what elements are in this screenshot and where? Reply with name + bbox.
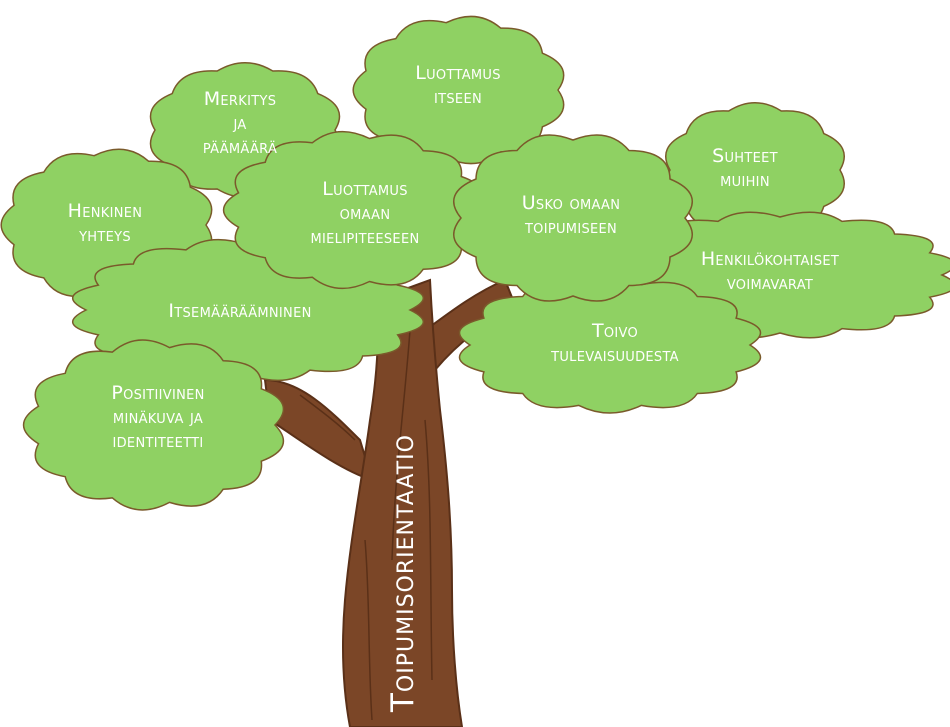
cloud-luottamus-omaan-mielipiteeseen — [222, 130, 485, 290]
leaf-clouds — [0, 15, 950, 511]
label-usko-omaan-toipumiseen: Usko omaan toipumiseen — [521, 192, 621, 238]
cloud-positiivinen-minakuva — [22, 339, 285, 511]
trunk-grain — [299, 329, 433, 721]
cloud-usko-omaan-toipumiseen — [452, 134, 694, 302]
label-suhteet-muihin: Suhteet muihin — [712, 145, 778, 191]
trunk — [341, 278, 464, 727]
left-branch — [263, 378, 374, 482]
label-toivo-tulevaisuudesta: Toivo tulevaisuudesta — [551, 320, 679, 366]
label-henkilokohtaiset-voimavarat: Henkilökohtaiset voimavarat — [700, 248, 840, 294]
cloud-toivo-tulevaisuudesta — [458, 276, 762, 414]
label-positiivinen-minakuva: Positiivinen minäkuva ja identiteetti — [111, 382, 205, 452]
label-itsemaaraaminen: Itsemääräämninen — [168, 300, 312, 322]
trunk-label: Toipumisorientaatio — [385, 434, 421, 712]
label-merkitys-ja-paamaara: Merkitys ja päämäärä — [202, 88, 278, 158]
label-henkinen-yhteys: Henkinen yhteys — [67, 200, 143, 246]
label-luottamus-omaan-mielipiteeseen: Luottamus omaan mielipiteeseen — [310, 178, 420, 248]
label-luottamus-itseen: Luottamus itseen — [415, 62, 501, 108]
